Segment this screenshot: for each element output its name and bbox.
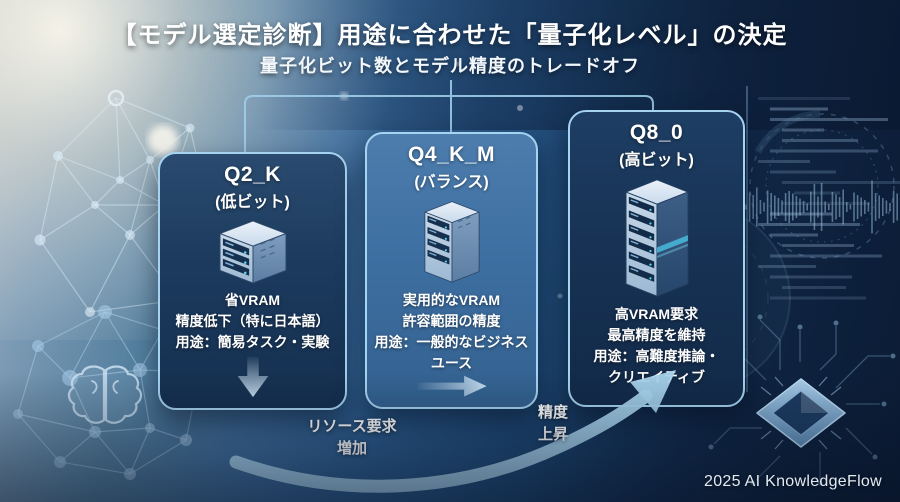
bokeh-light <box>517 105 523 111</box>
credit-text: 2025 AI KnowledgeFlow <box>704 473 882 490</box>
card-tag: (高ビット) <box>619 152 694 169</box>
card-tag: (低ビット) <box>215 194 290 211</box>
down-arrow-icon <box>237 356 268 398</box>
network-graph-icon <box>39 97 209 313</box>
card-q4-k-m: Q4_K_M (バランス) <box>365 132 538 409</box>
accuracy-axis-label: 精度 上昇 <box>537 404 568 443</box>
server-icon <box>625 179 688 297</box>
bokeh-light <box>148 125 178 155</box>
resource-axis-label: リソース要求 増加 <box>307 418 397 457</box>
card-q2-k: Q2_K (低ビット) <box>158 152 347 410</box>
brain-icon <box>67 365 143 424</box>
card-description: 高VRAM要求 最高精度を維持 用途：高難度推論・ クリエイティブ <box>593 306 720 385</box>
waveform-icon <box>745 180 900 234</box>
card-title: Q4_K_M <box>407 143 496 166</box>
card-tag: (バランス) <box>414 174 489 191</box>
chip-icon <box>756 376 846 450</box>
code-lines <box>758 97 900 300</box>
card-title: Q2_K <box>224 163 281 186</box>
card-title: Q8_0 <box>629 121 684 144</box>
page-subtitle: 量子化ビット数とモデル精度のトレードオフ <box>260 56 640 76</box>
server-icon <box>423 201 480 283</box>
bokeh-light <box>455 61 461 67</box>
bokeh-light <box>340 92 348 100</box>
card-q8-0: Q8_0 (高ビット) <box>568 110 745 407</box>
card-description: 省VRAM 精度低下（特に日本語） 用途：簡易タスク・実験 <box>175 292 330 350</box>
dial-icon <box>749 110 895 259</box>
right-arrow-icon <box>416 375 487 397</box>
server-icon <box>219 220 286 284</box>
bokeh-light <box>557 293 563 299</box>
card-description: 実用的なVRAM 許容範囲の精度 用途：一般的なビジネス ユース <box>374 291 529 371</box>
page-title: 【モデル選定診断】用途に合わせた「量子化レベル」の決定 <box>112 22 788 49</box>
